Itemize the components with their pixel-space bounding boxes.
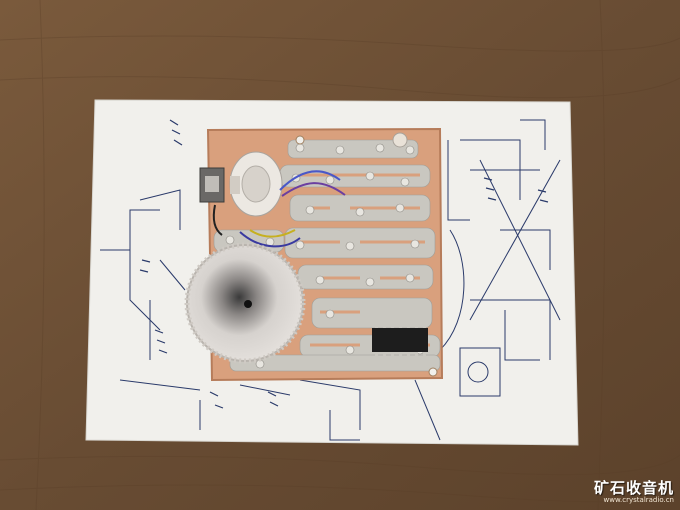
mount-hole xyxy=(295,135,305,145)
volume-knob xyxy=(229,151,283,217)
tuning-dial xyxy=(184,242,306,364)
watermark-site-url: www.crystalradio.cn xyxy=(603,496,674,504)
watermark-site-name: 矿石收音机 xyxy=(594,479,675,497)
site-watermark: 矿石收音机 www.crystalradio.cn xyxy=(594,480,674,506)
solder-joints xyxy=(225,143,425,369)
ic-chip xyxy=(372,323,428,357)
potentiometer xyxy=(199,167,225,203)
schematic-drawing xyxy=(100,119,561,441)
schematic-annotations xyxy=(139,119,549,409)
wires xyxy=(212,170,346,248)
mount-hole xyxy=(428,367,438,377)
led-component xyxy=(392,132,408,148)
